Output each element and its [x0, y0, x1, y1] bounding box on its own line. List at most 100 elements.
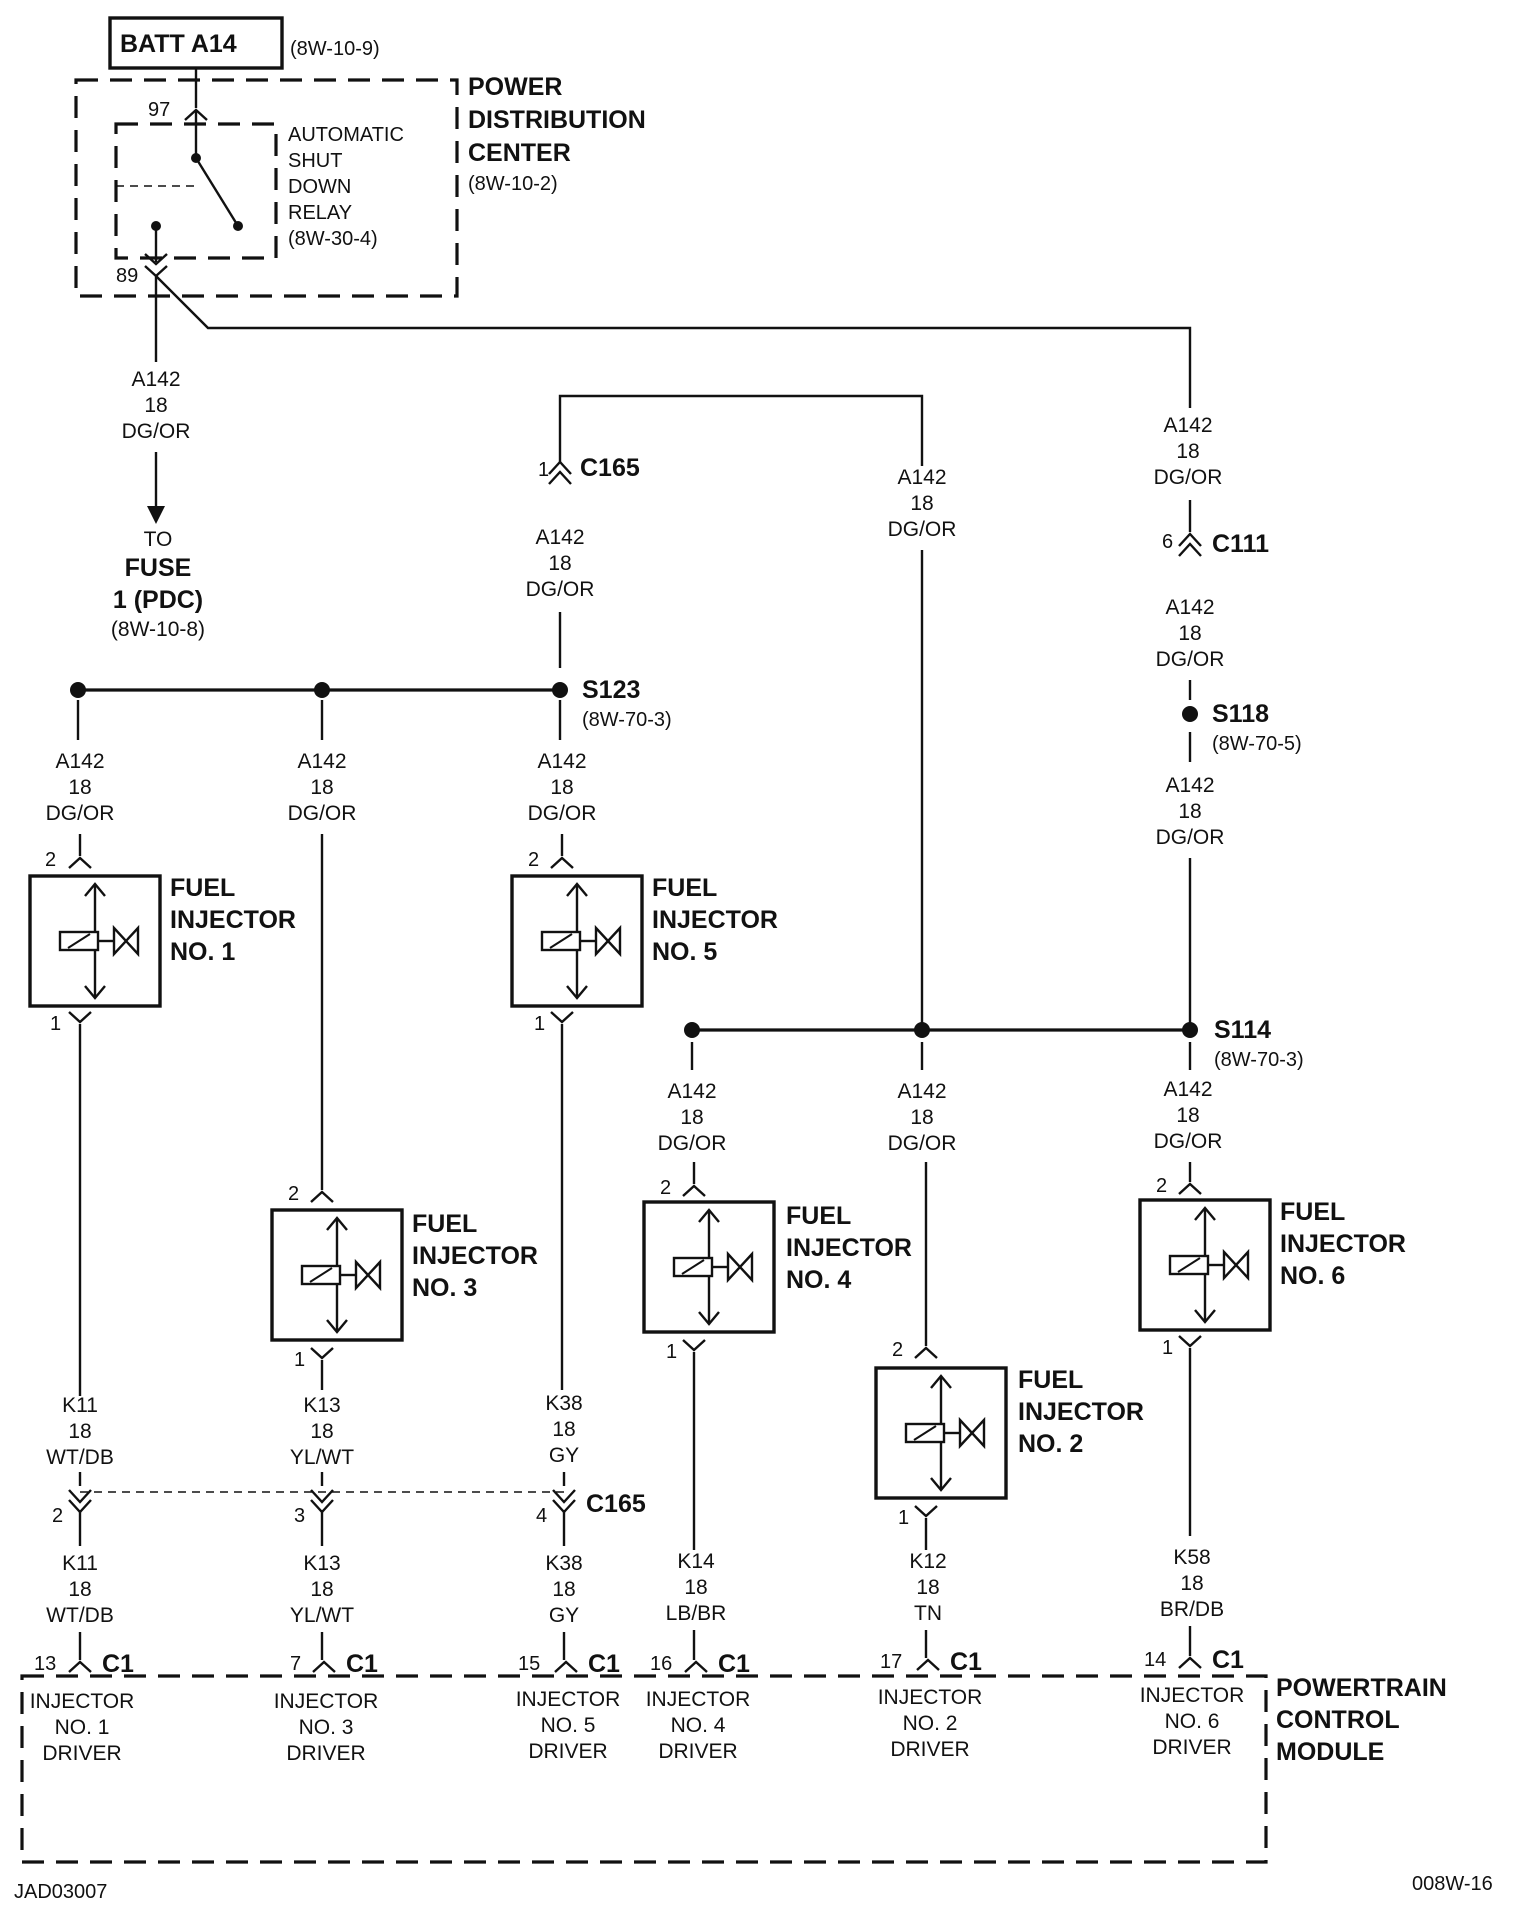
svg-text:17: 17 [880, 1651, 902, 1673]
splice-s118: S118 (8W-70-5) [1182, 700, 1302, 755]
fuel-injector-5: 2 1 FUEL INJECTOR NO. 5 [510, 849, 778, 1035]
wire-a142-to-s114: A142 18 DG/OR [888, 466, 957, 541]
svg-text:NO. 2: NO. 2 [903, 1712, 958, 1735]
svg-text:DG/OR: DG/OR [1154, 466, 1223, 489]
pcm-pin-injector-4: 16 C1 INJECTOR NO. 4 DRIVER [646, 1650, 751, 1763]
svg-text:C1: C1 [718, 1650, 750, 1678]
svg-text:2: 2 [660, 1177, 671, 1199]
svg-text:C1: C1 [1212, 1646, 1244, 1674]
pdc-pin-97: 97 [148, 99, 170, 121]
batt-ref: (8W-10-9) [290, 38, 380, 60]
svg-text:1: 1 [666, 1341, 677, 1363]
svg-text:18: 18 [916, 1576, 939, 1599]
svg-text:INJECTOR: INJECTOR [170, 906, 296, 934]
svg-text:18: 18 [550, 776, 573, 799]
connector-c165-top: 1 C165 [538, 454, 640, 486]
svg-text:YL/WT: YL/WT [290, 1446, 354, 1469]
svg-text:DRIVER: DRIVER [1152, 1736, 1231, 1759]
fuel-injector-6: 2 1 FUEL INJECTOR NO. 6 [1138, 1175, 1406, 1359]
pcm-title-2: CONTROL [1276, 1706, 1400, 1734]
wire-k58: K58 18 BR/DB [1160, 1546, 1224, 1621]
svg-text:DG/OR: DG/OR [528, 802, 597, 825]
svg-text:K38: K38 [545, 1552, 582, 1575]
fuel-injector-3: 2 1 FUEL INJECTOR NO. 3 [270, 1183, 538, 1371]
svg-text:18: 18 [1178, 622, 1201, 645]
svg-text:BR/DB: BR/DB [1160, 1598, 1224, 1621]
svg-text:18: 18 [910, 492, 933, 515]
wire-a142-to-fuse: A142 18 DG/OR TO FUSE 1 (PDC) (8W-10-8) [111, 368, 205, 641]
wire-k12: K12 18 TN [909, 1550, 946, 1625]
wire-k14: K14 18 LB/BR [666, 1550, 727, 1625]
svg-text:FUEL: FUEL [652, 874, 717, 902]
svg-text:C1: C1 [346, 1650, 378, 1678]
svg-text:NO. 4: NO. 4 [671, 1714, 726, 1737]
svg-text:(8W-70-3): (8W-70-3) [1214, 1049, 1304, 1071]
svg-text:FUEL: FUEL [412, 1210, 477, 1238]
svg-text:A142: A142 [535, 526, 584, 549]
svg-text:(8W-70-3): (8W-70-3) [582, 709, 672, 731]
svg-text:DRIVER: DRIVER [42, 1742, 121, 1765]
connector-c165-mid: 2 3 4 C165 [52, 1488, 646, 1527]
svg-text:18: 18 [310, 1578, 333, 1601]
svg-text:NO. 3: NO. 3 [412, 1274, 477, 1302]
svg-text:A142: A142 [897, 1080, 946, 1103]
svg-text:LB/BR: LB/BR [666, 1602, 727, 1625]
svg-text:K11: K11 [62, 1552, 98, 1575]
svg-text:A142: A142 [1163, 414, 1212, 437]
pcm-title-3: MODULE [1276, 1738, 1384, 1766]
pdc-title-2: DISTRIBUTION [468, 106, 646, 134]
wire-a142-inj5: A142 18 DG/OR [528, 750, 597, 825]
svg-text:DRIVER: DRIVER [528, 1740, 607, 1763]
svg-text:GY: GY [549, 1604, 579, 1627]
wire-a142-inj3: A142 18 DG/OR [288, 750, 357, 825]
connector-c111: 6 C111 [1162, 530, 1269, 558]
svg-text:18: 18 [910, 1106, 933, 1129]
svg-text:DG/OR: DG/OR [122, 420, 191, 443]
svg-text:6: 6 [1162, 531, 1173, 553]
splice-s123: S123 (8W-70-3) [552, 676, 672, 731]
svg-text:15: 15 [518, 1653, 540, 1675]
svg-text:FUEL: FUEL [1280, 1198, 1345, 1226]
svg-text:NO. 6: NO. 6 [1165, 1710, 1220, 1733]
svg-text:1: 1 [534, 1013, 545, 1035]
svg-text:INJECTOR: INJECTOR [1140, 1684, 1245, 1707]
wire-k11-lower: K11 18 WT/DB [46, 1552, 114, 1627]
svg-text:1: 1 [538, 459, 549, 481]
svg-text:2: 2 [288, 1183, 299, 1205]
svg-text:FUEL: FUEL [170, 874, 235, 902]
wire-a142-c111-s118: A142 18 DG/OR [1156, 596, 1225, 671]
svg-text:INJECTOR: INJECTOR [274, 1690, 379, 1713]
svg-text:DG/OR: DG/OR [46, 802, 115, 825]
powertrain-control-module: POWERTRAIN CONTROL MODULE [20, 1674, 1447, 1864]
svg-text:18: 18 [1176, 440, 1199, 463]
svg-text:GY: GY [549, 1444, 579, 1467]
svg-text:NO. 1: NO. 1 [170, 938, 235, 966]
svg-text:2: 2 [52, 1505, 63, 1527]
svg-text:K14: K14 [677, 1550, 715, 1573]
wire-k13-upper: K13 18 YL/WT [290, 1394, 354, 1469]
pcm-pin-injector-5: 15 C1 INJECTOR NO. 5 DRIVER [516, 1650, 621, 1763]
wire-a142-inj2: A142 18 DG/OR [888, 1080, 957, 1155]
svg-text:K13: K13 [303, 1552, 340, 1575]
svg-text:DG/OR: DG/OR [1156, 648, 1225, 671]
svg-text:DG/OR: DG/OR [1154, 1130, 1223, 1153]
svg-text:A142: A142 [1165, 774, 1214, 797]
pcm-title-1: POWERTRAIN [1276, 1674, 1447, 1702]
asd-ref: (8W-30-4) [288, 228, 378, 250]
svg-text:DRIVER: DRIVER [890, 1738, 969, 1761]
svg-text:1: 1 [294, 1349, 305, 1371]
svg-text:18: 18 [1178, 800, 1201, 823]
svg-text:(8W-70-5): (8W-70-5) [1212, 733, 1302, 755]
svg-text:INJECTOR: INJECTOR [30, 1690, 135, 1713]
fuel-injector-1: 2 1 FUEL INJECTOR NO. 1 [28, 849, 296, 1035]
fuel-injector-4: 2 1 FUEL INJECTOR NO. 4 [642, 1177, 912, 1363]
svg-text:C165: C165 [580, 454, 640, 482]
svg-text:INJECTOR: INJECTOR [878, 1686, 983, 1709]
svg-text:2: 2 [528, 849, 539, 871]
svg-text:7: 7 [290, 1653, 301, 1675]
svg-text:18: 18 [552, 1418, 575, 1441]
batt-label: BATT A14 [120, 30, 237, 58]
svg-text:18: 18 [1180, 1572, 1203, 1595]
wire-a142-c165: A142 18 DG/OR [526, 526, 595, 601]
svg-text:K38: K38 [545, 1392, 582, 1415]
